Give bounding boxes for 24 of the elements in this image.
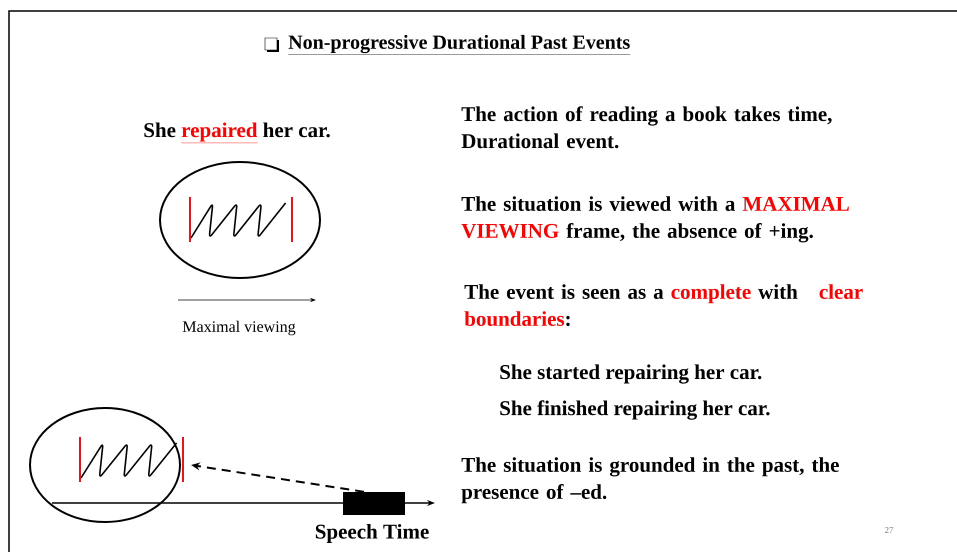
label: The situation is viewed with a [462,196,736,212]
sentence: She repaired her car. [144,122,330,144]
label: frame, the absence of +ing. [566,222,813,242]
paragraph: The action of reading a book takes time, Durational event. [462,106,832,148]
example-sentence: She started repairing her car. [500,364,762,384]
paragraph: The situation is viewed with a MAXIMAL VIEWING frame, the absence of +ing. [461,196,849,242]
ellipse [29,407,181,523]
example-sentence: She finished repairing her car. [500,400,770,420]
label: The event is seen as a [464,284,664,299]
label: boundaries [464,311,564,326]
title: Non-progressive Durational Past Events [288,34,630,55]
label: MAXIMAL [742,196,849,211]
node-caption: Speech Time [316,524,429,544]
label: : [566,316,570,326]
paragraph: The situation is grounded in the past, the presence of –ed. [461,457,839,504]
label: with [758,284,798,299]
page-number: 27 [884,527,894,533]
label: VIEWING [461,224,559,238]
label: clear [820,284,863,299]
paragraph: The event is seen as a complete with clear boundaries: [464,284,863,326]
speech-time-bar [343,492,405,515]
caption: Maximal viewing [182,320,296,336]
ellipse [159,161,321,279]
label: complete [671,284,751,304]
